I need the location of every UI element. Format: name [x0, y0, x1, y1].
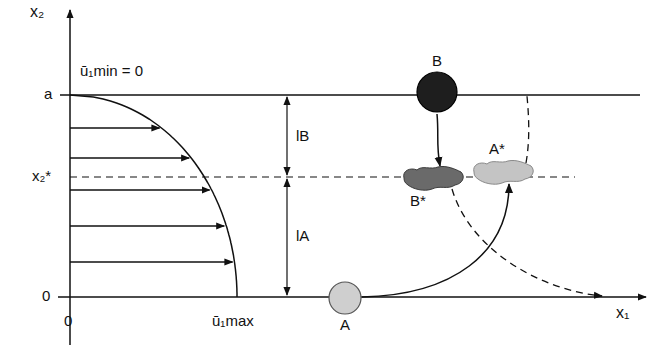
origin-label: 0	[64, 312, 72, 330]
velocity-arrow	[70, 127, 160, 128]
dashed-trajectory	[526, 96, 529, 163]
velocity-arrow	[70, 157, 189, 158]
parcel-blob	[400, 164, 466, 192]
trajectory-arrow	[437, 114, 440, 166]
origin-label: 0	[42, 287, 50, 305]
parcel-label: A	[340, 316, 350, 334]
level-label: x₂*	[32, 167, 51, 185]
upper-wall	[60, 94, 640, 96]
profile-label: ū₁max	[212, 312, 254, 330]
trajectory-arrow	[362, 184, 509, 297]
dimension-arrow	[286, 97, 287, 175]
mixed-parcel: A*	[470, 140, 536, 186]
velocity-arrow	[70, 189, 210, 190]
parcel-circle	[415, 70, 459, 114]
axis-label: x₁	[616, 304, 629, 322]
dimension-arrow	[286, 179, 287, 295]
profile-label: ū₁min = 0	[80, 62, 143, 80]
parcel-label: B*	[410, 192, 456, 210]
mixed-parcel: B*	[398, 164, 468, 210]
velocity-arrow	[70, 261, 233, 262]
height-label: a	[44, 85, 52, 103]
length-label: lA	[296, 227, 309, 245]
parcel-label: B	[432, 52, 442, 70]
dashed-trajectory	[452, 189, 602, 296]
fluid-parcel: A	[327, 280, 363, 334]
velocity-arrows	[70, 128, 233, 262]
fluid-parcel: B	[415, 52, 459, 114]
length-label: lB	[296, 127, 309, 145]
velocity-profile	[70, 95, 237, 297]
parcel-circle	[327, 280, 363, 316]
parcel-label: A*	[489, 140, 517, 158]
velocity-arrow	[70, 225, 224, 226]
parcel-blob	[470, 158, 536, 186]
axis-label: x₂	[30, 3, 44, 21]
